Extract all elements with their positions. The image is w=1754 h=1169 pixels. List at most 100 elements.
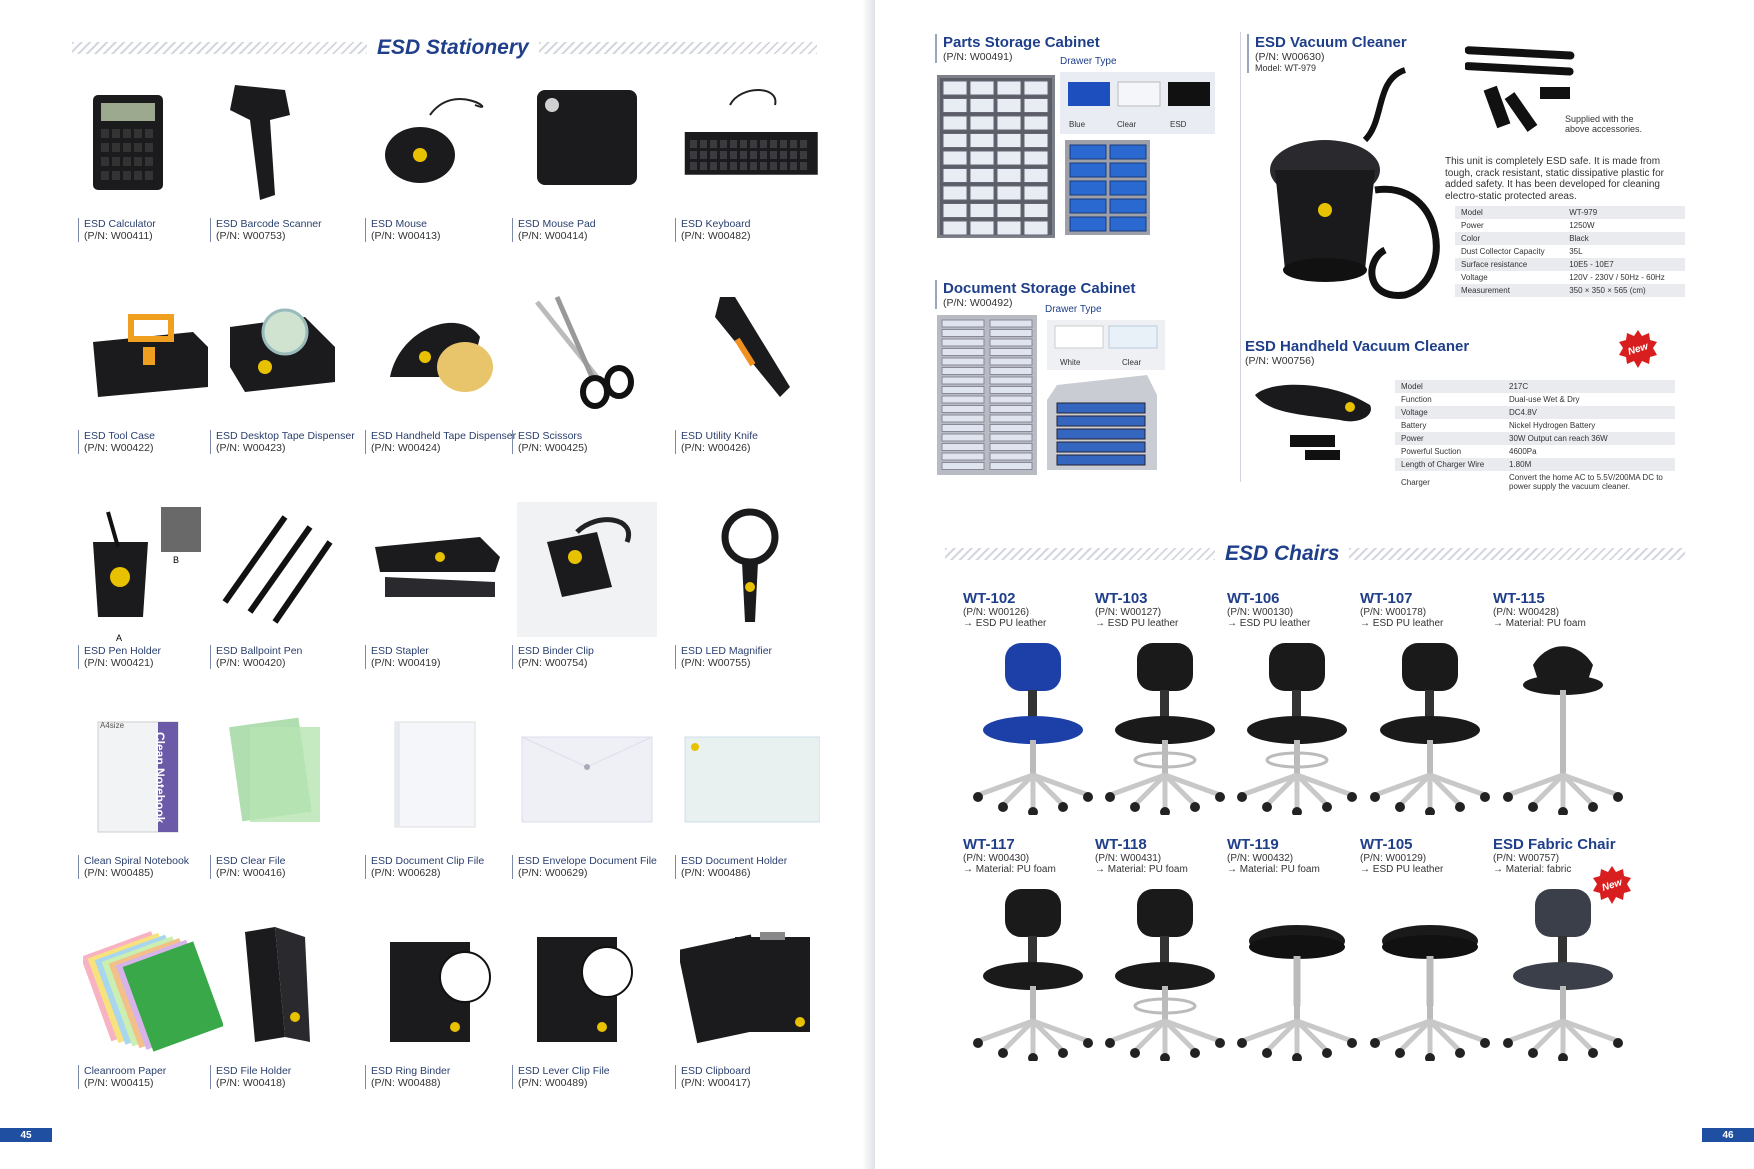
chairs-section-header: ESD Chairs: [945, 542, 1685, 566]
drawer: [969, 80, 995, 96]
drawer: [941, 405, 985, 413]
spec-key: Model: [1455, 206, 1564, 219]
product-item: ESD Handheld Tape Dispenser(P/N: W00424): [365, 282, 516, 482]
chair-image: [1222, 881, 1372, 1063]
calculator-icon: [93, 95, 163, 190]
header-decoration: [538, 42, 817, 54]
vacuum-model: Model: WT-979: [1255, 63, 1317, 73]
clear-drawer-label: Clear: [1117, 120, 1137, 129]
drawer: [989, 348, 1033, 356]
product-pn: (P/N: W00485): [84, 867, 154, 879]
pen-holder-label-b: B: [173, 555, 180, 565]
white-drawer-label: White: [1060, 358, 1081, 367]
chair-image: [1355, 881, 1505, 1063]
product-pn: (P/N: W00415): [84, 1077, 154, 1089]
chair-icon: [1370, 643, 1490, 817]
product-image: [675, 282, 825, 427]
spec-key: Model: [1395, 380, 1503, 393]
keyboard-icon: [684, 89, 818, 175]
parts-cabinet-name: Parts Storage Cabinet: [943, 34, 1100, 51]
drawer: [1069, 144, 1107, 160]
chair-icon: [1237, 925, 1357, 1063]
lever-clip-file-icon: [537, 937, 633, 1042]
product-item: Clean Spiral Notebook(P/N: W00485)Clean …: [78, 707, 228, 907]
chair-material: → Material: PU foam: [1095, 864, 1188, 875]
drawer: [941, 348, 985, 356]
scissors-icon: [535, 295, 634, 409]
product-image: [512, 917, 662, 1062]
chair-material: → Material: PU foam: [1227, 864, 1320, 875]
drawer: [941, 452, 985, 461]
drawer: [1109, 162, 1147, 178]
drawer: [942, 150, 968, 166]
product-image: [365, 917, 515, 1062]
drawer: [941, 329, 985, 337]
drawer: [941, 367, 985, 375]
product-pn: (P/N: W00411): [84, 230, 153, 242]
drawer: [1109, 144, 1147, 160]
spec-value: Nickel Hydrogen Battery: [1503, 419, 1675, 432]
chair-item: WT-105(P/N: W00129)→ ESD PU leather: [1360, 836, 1500, 1076]
binder-clip-icon: [517, 502, 657, 637]
chair-item: WT-117(P/N: W00430)→ Material: PU foam: [963, 836, 1103, 1076]
product-item: ESD Clear File(P/N: W00416): [210, 707, 360, 907]
drawer: [989, 433, 1033, 442]
spec-key: Dust Collector Capacity: [1455, 245, 1564, 258]
ring-binder-icon: [390, 942, 491, 1042]
drawer: [941, 424, 985, 432]
product-image: [365, 497, 515, 642]
drawer: [969, 115, 995, 131]
chair-details: (P/N: W00130)→ ESD PU leather: [1227, 607, 1310, 629]
chair-material: → Material: fabric: [1493, 864, 1572, 875]
drawer: [989, 462, 1033, 470]
product-label: ESD Keyboard(P/N: W00482): [675, 218, 750, 242]
product-label: ESD Stapler(P/N: W00419): [365, 645, 440, 669]
product-item: ESD LED Magnifier(P/N: W00755): [675, 497, 825, 697]
tool-case-icon: [93, 314, 208, 397]
chair-image: [1488, 881, 1638, 1063]
product-pn: (P/N: W00418): [216, 1077, 286, 1089]
chair-details: (P/N: W00431)→ Material: PU foam: [1095, 853, 1188, 875]
document-cabinet-pn: (P/N: W00492): [943, 297, 1013, 309]
chair-pn: (P/N: W00428): [1493, 607, 1560, 618]
product-label: ESD LED Magnifier(P/N: W00755): [675, 645, 772, 669]
drawer: [1069, 216, 1107, 232]
product-pn: (P/N: W00629): [518, 867, 588, 879]
spec-value: Convert the home AC to 5.5V/200MA DC to …: [1503, 471, 1675, 493]
clipboard-icon: [680, 932, 810, 1044]
document-drawer-swatches: [1047, 320, 1165, 370]
spec-key: Measurement: [1455, 284, 1564, 297]
chair-details: (P/N: W00430)→ Material: PU foam: [963, 853, 1056, 875]
product-pn: (P/N: W00424): [371, 442, 441, 454]
product-label: ESD Clear File(P/N: W00416): [210, 855, 285, 879]
drawer: [941, 376, 985, 385]
chair-details: (P/N: W00428)→ Material: PU foam: [1493, 607, 1586, 629]
chair-icon: [1105, 643, 1225, 817]
chair-details: (P/N: W00127)→ ESD PU leather: [1095, 607, 1178, 629]
drawer: [1109, 180, 1147, 196]
chair-pn: (P/N: W00430): [963, 853, 1030, 864]
spec-key: Surface resistance: [1455, 258, 1564, 271]
product-name: ESD Keyboard: [681, 218, 751, 230]
chair-model: WT-106: [1227, 590, 1280, 607]
stapler-icon: [375, 537, 500, 597]
chair-item: WT-103(P/N: W00127)→ ESD PU leather: [1095, 590, 1235, 830]
spec-key: Voltage: [1455, 271, 1564, 284]
spec-value: 10E5 - 10E7: [1563, 258, 1685, 271]
drawer: [1023, 80, 1049, 96]
drawer: [941, 357, 985, 366]
product-name: ESD Lever Clip File: [518, 1065, 610, 1077]
chair-details: (P/N: W00178)→ ESD PU leather: [1360, 607, 1443, 629]
chair-model: WT-103: [1095, 590, 1148, 607]
drawer: [989, 452, 1033, 461]
page-number-right: 46: [1702, 1128, 1754, 1142]
vacuum-pn: (P/N: W00630): [1255, 51, 1325, 63]
product-label: ESD Document Holder(P/N: W00486): [675, 855, 787, 879]
drawer: [941, 386, 985, 394]
product-image: [512, 707, 662, 852]
drawer: [996, 185, 1022, 201]
